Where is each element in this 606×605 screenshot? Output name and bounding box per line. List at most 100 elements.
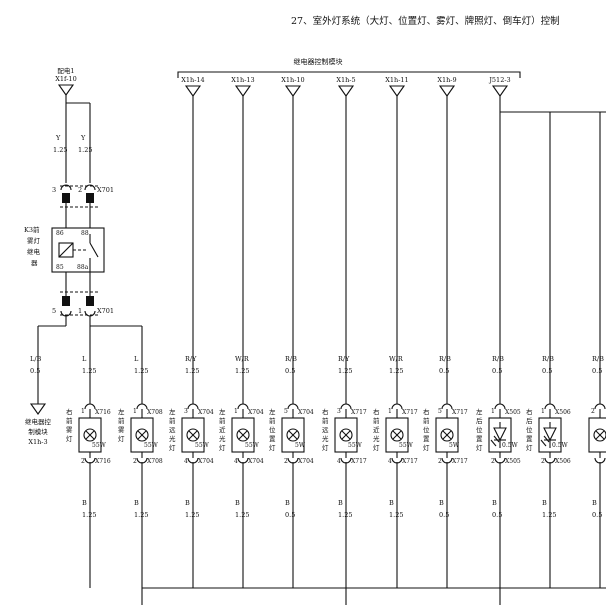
ground-wire-color: B: [185, 499, 190, 507]
lamp-name-char: 灯: [169, 443, 176, 452]
wire-gauge-label: 1.25: [82, 367, 96, 375]
lamp-name-char: 左: [269, 407, 276, 416]
wire-color-label: W/R: [235, 355, 250, 363]
lamp-connector-code: X708: [147, 409, 163, 416]
lamp-pin-bottom: 2: [133, 458, 137, 465]
lamp-pin-bottom: 2: [81, 458, 85, 465]
ground-wire-gauge: 0.5: [592, 511, 602, 519]
lamp-pin-top: 3: [337, 408, 341, 415]
wire-color-label: L/B: [30, 355, 42, 363]
ground-wire-gauge: 0.5: [285, 511, 295, 519]
lamp-connector-code: X704: [198, 458, 214, 465]
ground-wire-color: B: [338, 499, 343, 507]
wire-color-label: R/Y: [338, 355, 350, 363]
wire-gauge-label: 0.5: [285, 367, 295, 375]
light-ray-icon: [543, 435, 550, 443]
lamp-name-char: 灯: [118, 434, 125, 443]
lamp-connector-code: X704: [248, 409, 264, 416]
lamp-connector-code: X704: [198, 409, 214, 416]
lamp-pin-top: 5: [438, 408, 442, 415]
lamp-pin-bottom: 2: [438, 458, 442, 465]
wire-gauge-label: 1.25: [134, 367, 148, 375]
ground-wire-gauge: 1.25: [185, 511, 199, 519]
ground-module-arrow: [29, 403, 47, 415]
lamp-name-char: 左: [476, 407, 483, 416]
module-pin-label: J512-3: [488, 76, 510, 84]
ground-module-line-3: X1h-3: [28, 438, 47, 446]
module-pin-label: X1h-14: [181, 76, 204, 84]
lamp-name-char: 前: [269, 416, 276, 425]
ground-wire-gauge: 1.25: [389, 511, 403, 519]
ground-wire-color: B: [82, 499, 87, 507]
ground-module-line-1: 继电器控: [25, 417, 52, 426]
ground-wire-gauge: 0.5: [439, 511, 449, 519]
lamp-name-char: 雾: [118, 426, 125, 434]
lamp-connector-code: X505: [505, 409, 521, 416]
wire-color-label: R/B: [285, 355, 297, 363]
lamp-pin-bottom: 2: [284, 458, 288, 465]
wire-gauge-label: 0.5: [542, 367, 552, 375]
connector-upper-pin-a: 3: [52, 186, 56, 194]
lamp-name-char: 前: [66, 416, 73, 425]
lamp-name-char: 位: [476, 425, 483, 434]
lamp-name-char: 右: [526, 407, 533, 416]
relay-pin-85: 85: [56, 264, 64, 271]
wire-color-label: R/B: [542, 355, 554, 363]
lamp-pin-top: 3: [184, 408, 188, 415]
lamp-wattage: 55W: [348, 442, 363, 449]
lamp-name-char: 光: [322, 434, 329, 443]
lamp-wattage: 55W: [245, 442, 260, 449]
power-source-code: X1f-10: [55, 75, 76, 83]
lamp-pin-top: 2: [591, 408, 595, 415]
ground-module-line-2: 制模块: [28, 427, 48, 436]
lamp-name-char: 远: [169, 426, 176, 434]
wire-gauge-label: 0.5: [592, 367, 602, 375]
ground-wire-color: B: [492, 499, 497, 507]
wire-color-label: R/B: [439, 355, 451, 363]
lamp-name-char: 前: [219, 416, 226, 425]
lamp-name-char: 近: [373, 425, 380, 434]
lamp-name-char: 位: [423, 425, 430, 434]
lamp-connector-code: X717: [402, 458, 418, 465]
lamp-name-char: 近: [219, 425, 226, 434]
lamp-pin-top: 5: [284, 408, 288, 415]
lamp-wattage: 55W: [399, 442, 414, 449]
lamp-name-char: 置: [526, 435, 533, 443]
lamp-wattage: 55W: [195, 442, 210, 449]
lamp-connector-code: X505: [505, 458, 521, 465]
lamp-pin-bottom: 4: [337, 458, 341, 465]
lamp-group: 55W12X716X716右前雾灯55W12X708X708左前雾灯55W34X…: [66, 403, 606, 588]
wire-gauge-label: 0.5: [492, 367, 502, 375]
module-pin-label: X1h-13: [231, 76, 254, 84]
module-pin-arrow: [284, 85, 302, 97]
lamp-connector-code: X717: [351, 409, 367, 416]
lamp-pin-bottom: 2: [541, 458, 545, 465]
light-ray-icon: [490, 439, 497, 447]
relay-switch: [89, 242, 99, 258]
lamp-name-char: 后: [526, 416, 533, 425]
wire-label-y-a: Y: [55, 134, 61, 142]
wire-color-label: R/Y: [185, 355, 197, 363]
ground-wire-color: B: [592, 499, 597, 507]
lamp-name-char: 灯: [423, 443, 430, 452]
wire-gauge-label: 1.25: [338, 367, 352, 375]
lamp-name-char: 前: [118, 416, 125, 425]
lamp-wattage: 5W: [295, 442, 306, 449]
module-pin-arrow: [337, 85, 355, 97]
wire-label-y-b: Y: [80, 134, 86, 142]
lamp-connector-code: X716: [95, 458, 111, 465]
relay-name-1: K3前: [24, 225, 40, 234]
wire-gauge-y-a: 1.25: [53, 146, 67, 154]
wire-gauge-label: 1.25: [185, 367, 199, 375]
lamp-name-char: 光: [169, 434, 176, 443]
lamp-name-char: 光: [219, 434, 226, 443]
